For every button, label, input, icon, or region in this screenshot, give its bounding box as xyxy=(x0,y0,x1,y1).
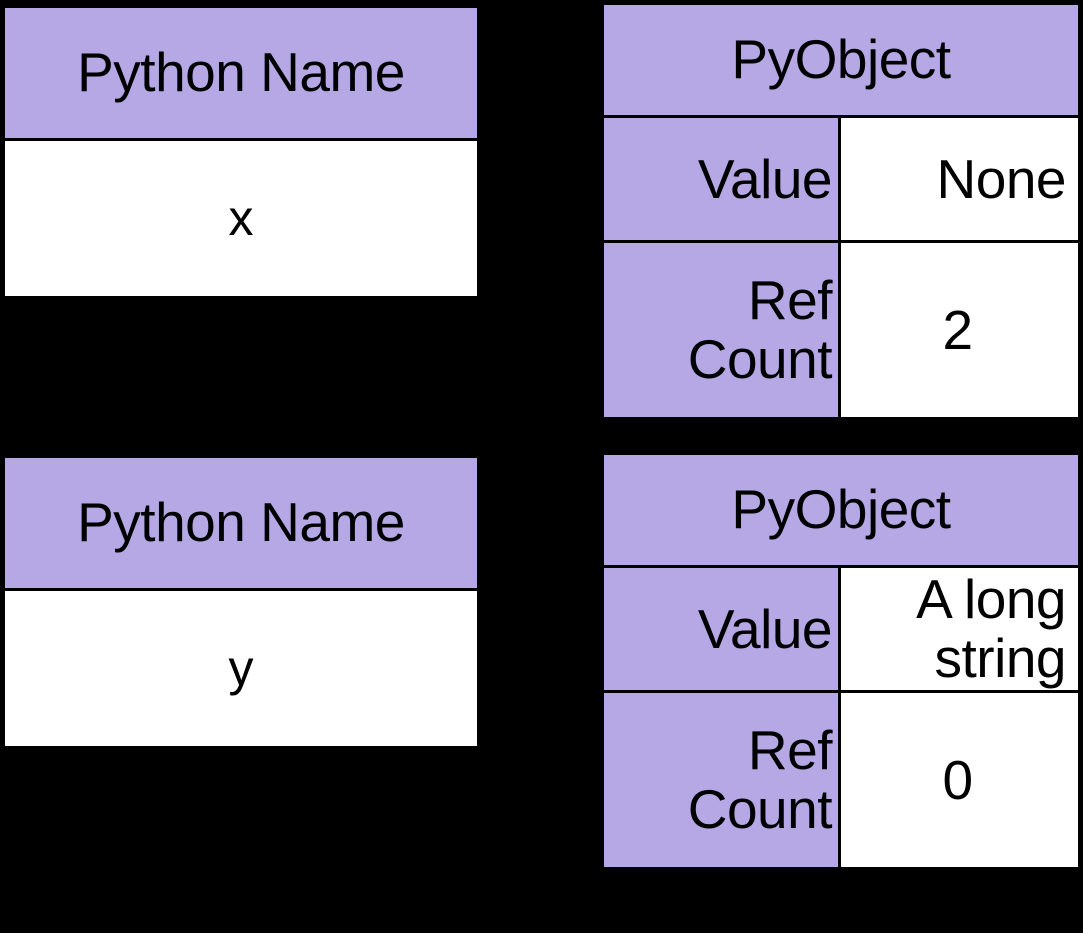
pyobject-table-none: PyObject Value None Ref Count 2 xyxy=(601,2,1081,420)
ref-count-label: Ref Count xyxy=(604,243,841,417)
table-row: Ref Count 0 xyxy=(604,690,1078,867)
pyobject-header: PyObject xyxy=(604,455,1078,568)
value-cell: None xyxy=(841,118,1078,240)
ref-count-cell: 2 xyxy=(841,243,1078,417)
ref-count-cell: 0 xyxy=(841,693,1078,867)
value-label: Value xyxy=(604,568,841,690)
table-row: Ref Count 2 xyxy=(604,240,1078,417)
python-name-value: x xyxy=(5,141,477,296)
table-row: Value None xyxy=(604,118,1078,240)
table-row: Value A long string xyxy=(604,568,1078,690)
python-name-table-y: Python Name y xyxy=(2,455,480,749)
python-name-value: y xyxy=(5,591,477,746)
python-name-header: Python Name xyxy=(5,458,477,591)
pyobject-table-string: PyObject Value A long string Ref Count 0 xyxy=(601,452,1081,870)
value-label: Value xyxy=(604,118,841,240)
ref-count-label: Ref Count xyxy=(604,693,841,867)
python-name-header: Python Name xyxy=(5,8,477,141)
pyobject-header: PyObject xyxy=(604,5,1078,118)
value-cell: A long string xyxy=(841,568,1078,690)
python-name-table-x: Python Name x xyxy=(2,5,480,299)
